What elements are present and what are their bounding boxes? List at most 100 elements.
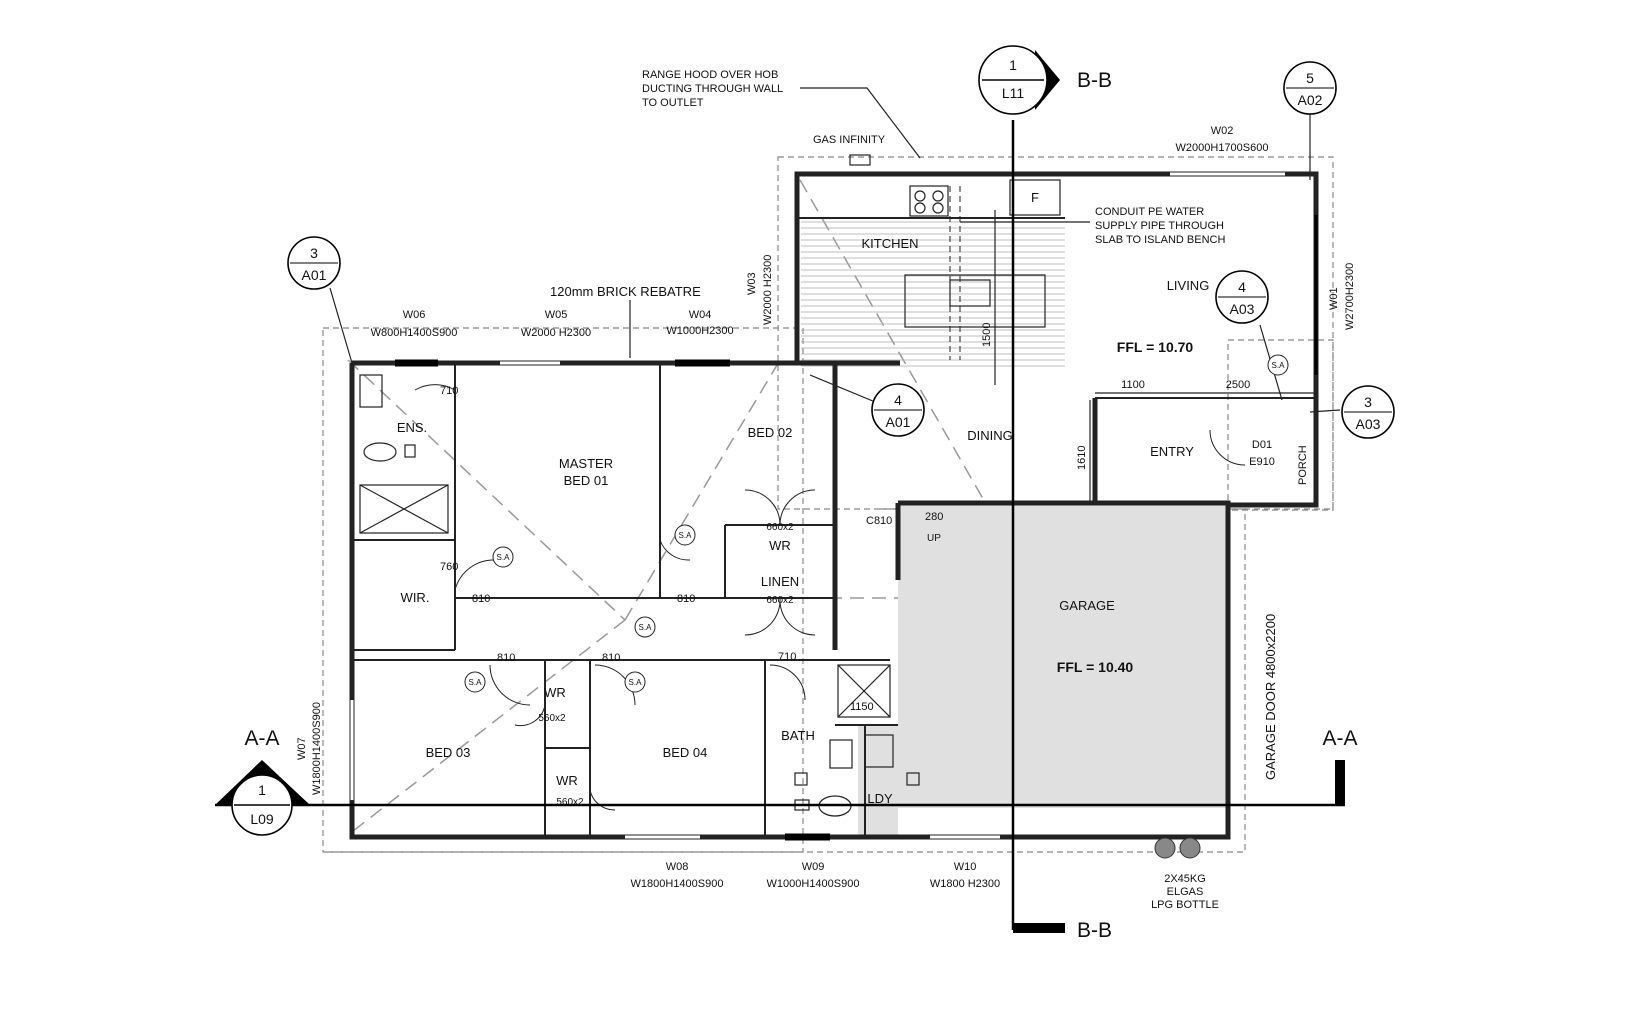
dim-760: 760 <box>440 561 458 573</box>
window-w10-tag: W10 <box>954 861 977 873</box>
smoke-alarm-icon <box>464 671 486 693</box>
dim-1100: 1100 <box>1121 379 1145 391</box>
dim-810-bed02: 810 <box>677 593 695 605</box>
fridge-label: F <box>1031 190 1039 205</box>
room-label-wr-bed03: WR <box>544 685 566 700</box>
ffl-house: FFL = 10.70 <box>1117 339 1194 355</box>
smoke-alarm-label: S.A <box>679 531 693 540</box>
room-label-wr-bed02: WR <box>769 538 791 553</box>
window-w08-tag: W08 <box>666 861 689 873</box>
room-label-garage: GARAGE <box>1059 598 1115 613</box>
room-label-master-line1: MASTER <box>559 456 613 471</box>
room-label-dining: DINING <box>967 428 1013 443</box>
callout-3-a01: 3 A01 <box>287 236 341 290</box>
dim-wr-560-bed04: 560x2 <box>556 797 584 808</box>
note-up: UP <box>927 533 941 544</box>
note-range-hood-2: DUCTING THROUGH WALL <box>642 83 783 95</box>
smoke-alarm-icon <box>634 616 656 638</box>
callout-5-a02: 5 A02 <box>1283 61 1337 115</box>
room-label-laundry: LDY <box>867 791 893 806</box>
kitchen-floor-hatch <box>801 221 1065 367</box>
section-label-aa-right: A-A <box>1322 727 1357 750</box>
note-range-hood-3: TO OUTLET <box>642 97 704 109</box>
room-label-wir: WIR. <box>401 590 430 605</box>
window-w08-size: W1800H1400S900 <box>631 878 724 890</box>
callout-sheet: A03 <box>1230 301 1255 317</box>
note-garage-door: GARAGE DOOR 4800x2200 <box>1263 614 1278 780</box>
section-label-bb-bottom: B-B <box>1077 919 1112 942</box>
annotation-notes: RANGE HOOD OVER HOB DUCTING THROUGH WALL… <box>550 69 1278 911</box>
leader-lines <box>329 87 1341 413</box>
window-w09-size: W1000H1400S900 <box>767 878 860 890</box>
dim-1150: 1150 <box>850 701 874 713</box>
ffl-garage: FFL = 10.40 <box>1057 659 1134 675</box>
smoke-alarm-icon <box>624 671 646 693</box>
window-w07-size: W1800H1400S900 <box>311 702 323 795</box>
room-label-linen: LINEN <box>761 574 799 589</box>
dim-wr-560-bed03: 560x2 <box>538 713 566 724</box>
section-bubble-bb: 1 L11 <box>978 45 1048 115</box>
callout-number: 3 <box>310 245 318 261</box>
callout-number: 5 <box>1306 70 1314 86</box>
door-d01-tag: D01 <box>1252 439 1272 451</box>
room-label-porch: PORCH <box>1297 445 1309 485</box>
window-tags: W06 W800H1400S900 W05 W2000 H2300 W04 W1… <box>296 125 1356 890</box>
dimension-lines <box>994 210 1316 503</box>
room-label-ensuite: ENS. <box>397 420 427 435</box>
bathroom-fixtures <box>359 374 920 817</box>
smoke-alarm-label: S.A <box>469 678 483 687</box>
window-w03-size: W2000 H2300 <box>762 255 774 325</box>
note-lpg-3: LPG BOTTLE <box>1151 899 1219 911</box>
dim-280: 280 <box>925 511 943 523</box>
window-w05-size: W2000 H2300 <box>521 327 591 339</box>
room-label-wr-bed04: WR <box>556 773 578 788</box>
window-w06-size: W800H1400S900 <box>371 327 458 339</box>
callout-sheet: A03 <box>1356 416 1381 432</box>
window-w04-size: W1000H2300 <box>666 325 733 337</box>
note-gas: GAS INFINITY <box>813 134 886 146</box>
callout-4-a01: 4 A01 <box>871 383 925 437</box>
window-w10-size: W1800 H2300 <box>930 878 1000 890</box>
window-w04-tag: W04 <box>689 309 712 321</box>
dim-810-wir: 810 <box>472 593 490 605</box>
window-w05-tag: W05 <box>545 309 568 321</box>
dim-c810: C810 <box>866 515 892 527</box>
note-range-hood-1: RANGE HOOD OVER HOB <box>642 69 778 81</box>
dim-810-bed03: 810 <box>497 652 515 664</box>
section-bubble-aa: 1 L09 <box>231 774 293 836</box>
room-label-living: LIVING <box>1167 278 1210 293</box>
room-label-kitchen: KITCHEN <box>861 236 918 251</box>
section-bb-sheet: L11 <box>1002 85 1025 101</box>
callout-sheet: A02 <box>1298 92 1323 108</box>
note-conduit-3: SLAB TO ISLAND BENCH <box>1095 234 1225 246</box>
room-label-bed03: BED 03 <box>426 745 471 760</box>
section-aa-number: 1 <box>258 782 266 798</box>
dimension-labels: 1100 2500 1610 1500 710 710 760 810 810 … <box>440 323 1250 808</box>
window-marks <box>350 172 1318 841</box>
smoke-alarm-label: S.A <box>497 553 511 562</box>
room-label-bed04: BED 04 <box>663 745 708 760</box>
smoke-alarm-icon <box>492 546 514 568</box>
dim-2500: 2500 <box>1226 379 1250 391</box>
section-label-aa-left: A-A <box>244 727 279 750</box>
smoke-alarm-icon <box>1267 354 1289 376</box>
room-label-master-line2: BED 01 <box>564 473 609 488</box>
smoke-alarm-label: S.A <box>1272 361 1286 370</box>
callout-sheet: A01 <box>302 267 327 283</box>
window-w03-tag: W03 <box>746 272 758 295</box>
garage-slab <box>898 504 1228 808</box>
dim-710-ens: 710 <box>440 385 458 397</box>
window-w06-tag: W06 <box>403 309 426 321</box>
room-label-bed02: BED 02 <box>748 425 793 440</box>
dim-1610: 1610 <box>1076 446 1088 470</box>
window-w01-tag: W01 <box>1328 287 1340 310</box>
callout-number: 3 <box>1364 394 1372 410</box>
note-brick-rebate: 120mm BRICK REBATRE <box>550 284 701 299</box>
window-w09-tag: W09 <box>802 861 825 873</box>
window-w07-tag: W07 <box>296 737 308 760</box>
window-w02-size: W2000H1700S600 <box>1176 142 1269 154</box>
callout-number: 4 <box>1238 279 1246 295</box>
dim-wr-660: 660x2 <box>766 522 794 533</box>
